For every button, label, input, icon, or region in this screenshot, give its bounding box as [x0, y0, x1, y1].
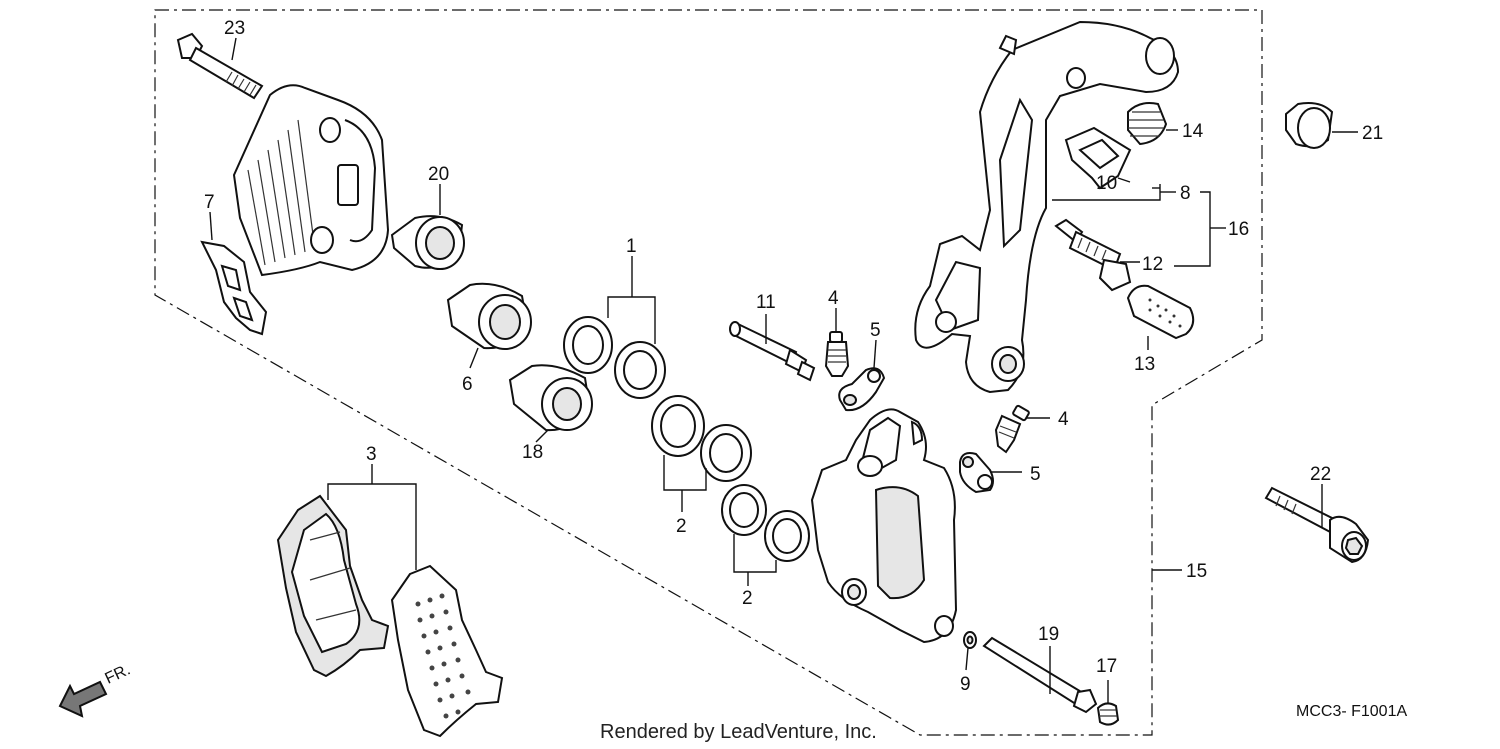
part-6-sleeve[interactable] — [446, 282, 532, 350]
callout-2-lower: 2 — [742, 588, 753, 609]
callout-10: 10 — [1096, 173, 1117, 194]
part-23-bolt[interactable] — [176, 32, 264, 100]
callout-2-upper: 2 — [676, 516, 687, 537]
front-direction-arrow: FR. — [58, 661, 134, 718]
part-17-plug[interactable] — [1096, 702, 1120, 726]
callout-8: 8 — [1180, 183, 1191, 204]
callout-3: 3 — [366, 444, 377, 465]
caliper-outer-cover[interactable] — [232, 84, 390, 277]
part-4-bleeder-valve-lower[interactable] — [994, 404, 1030, 454]
callout-17: 17 — [1096, 656, 1117, 677]
callout-19: 19 — [1038, 624, 1059, 645]
callout-13: 13 — [1134, 354, 1155, 375]
part-19-pad-pin[interactable] — [982, 636, 1098, 714]
part-2-piston-seals-upper[interactable] — [651, 395, 752, 482]
caliper-body[interactable] — [810, 408, 958, 644]
part-14-rubber-boot[interactable] — [1127, 102, 1168, 146]
part-9-washer[interactable] — [963, 631, 977, 649]
callout-5-upper: 5 — [870, 320, 881, 341]
callout-labels: 23 7 20 6 18 1 2 2 3 11 4 5 4 5 9 19 17 … — [204, 18, 1383, 695]
part-1-piston-seals[interactable] — [563, 316, 666, 399]
part-2-piston-seals-lower[interactable] — [721, 484, 810, 562]
callout-4-lower: 4 — [1058, 409, 1069, 430]
part-3-brake-pad-set[interactable] — [276, 494, 504, 738]
callout-18: 18 — [522, 442, 543, 463]
callout-15: 15 — [1186, 561, 1207, 582]
leader-lines — [209, 37, 1358, 704]
callout-16: 16 — [1228, 219, 1249, 240]
part-22-bolt[interactable] — [1264, 486, 1370, 564]
part-5-bleeder-cap-lower[interactable] — [959, 452, 994, 494]
front-direction-label: FR. — [103, 661, 134, 687]
callout-11: 11 — [756, 292, 776, 313]
callout-6: 6 — [462, 374, 473, 395]
callout-22: 22 — [1310, 464, 1331, 485]
callout-12: 12 — [1142, 254, 1163, 275]
caliper-mounting-bracket[interactable] — [914, 20, 1180, 394]
rendered-by-credit: Rendered by LeadVenture, Inc. — [600, 721, 877, 743]
callout-21: 21 — [1362, 123, 1383, 144]
part-21-collar[interactable] — [1285, 102, 1334, 149]
part-11-pin[interactable] — [729, 321, 816, 382]
callout-5-lower: 5 — [1030, 464, 1041, 485]
callout-4-upper: 4 — [828, 288, 839, 309]
part-7-pad-spring[interactable] — [200, 240, 268, 336]
diagram-code: MCC3- F1001A — [1296, 703, 1407, 720]
part-10-retainer-clip[interactable] — [1064, 126, 1132, 190]
part-12-slide-pin[interactable] — [1054, 218, 1132, 292]
callout-9: 9 — [960, 674, 971, 695]
part-18-sleeve[interactable] — [508, 364, 593, 432]
part-13-pin-boot[interactable] — [1126, 284, 1195, 340]
callout-14: 14 — [1182, 121, 1204, 142]
part-5-bleeder-cap-upper[interactable] — [838, 367, 886, 412]
part-4-bleeder-valve-upper[interactable] — [824, 331, 850, 377]
callout-23: 23 — [224, 18, 245, 39]
callout-7: 7 — [204, 192, 215, 213]
callout-1: 1 — [626, 236, 637, 257]
part-20-sleeve[interactable] — [390, 215, 465, 270]
callout-20: 20 — [428, 164, 449, 185]
